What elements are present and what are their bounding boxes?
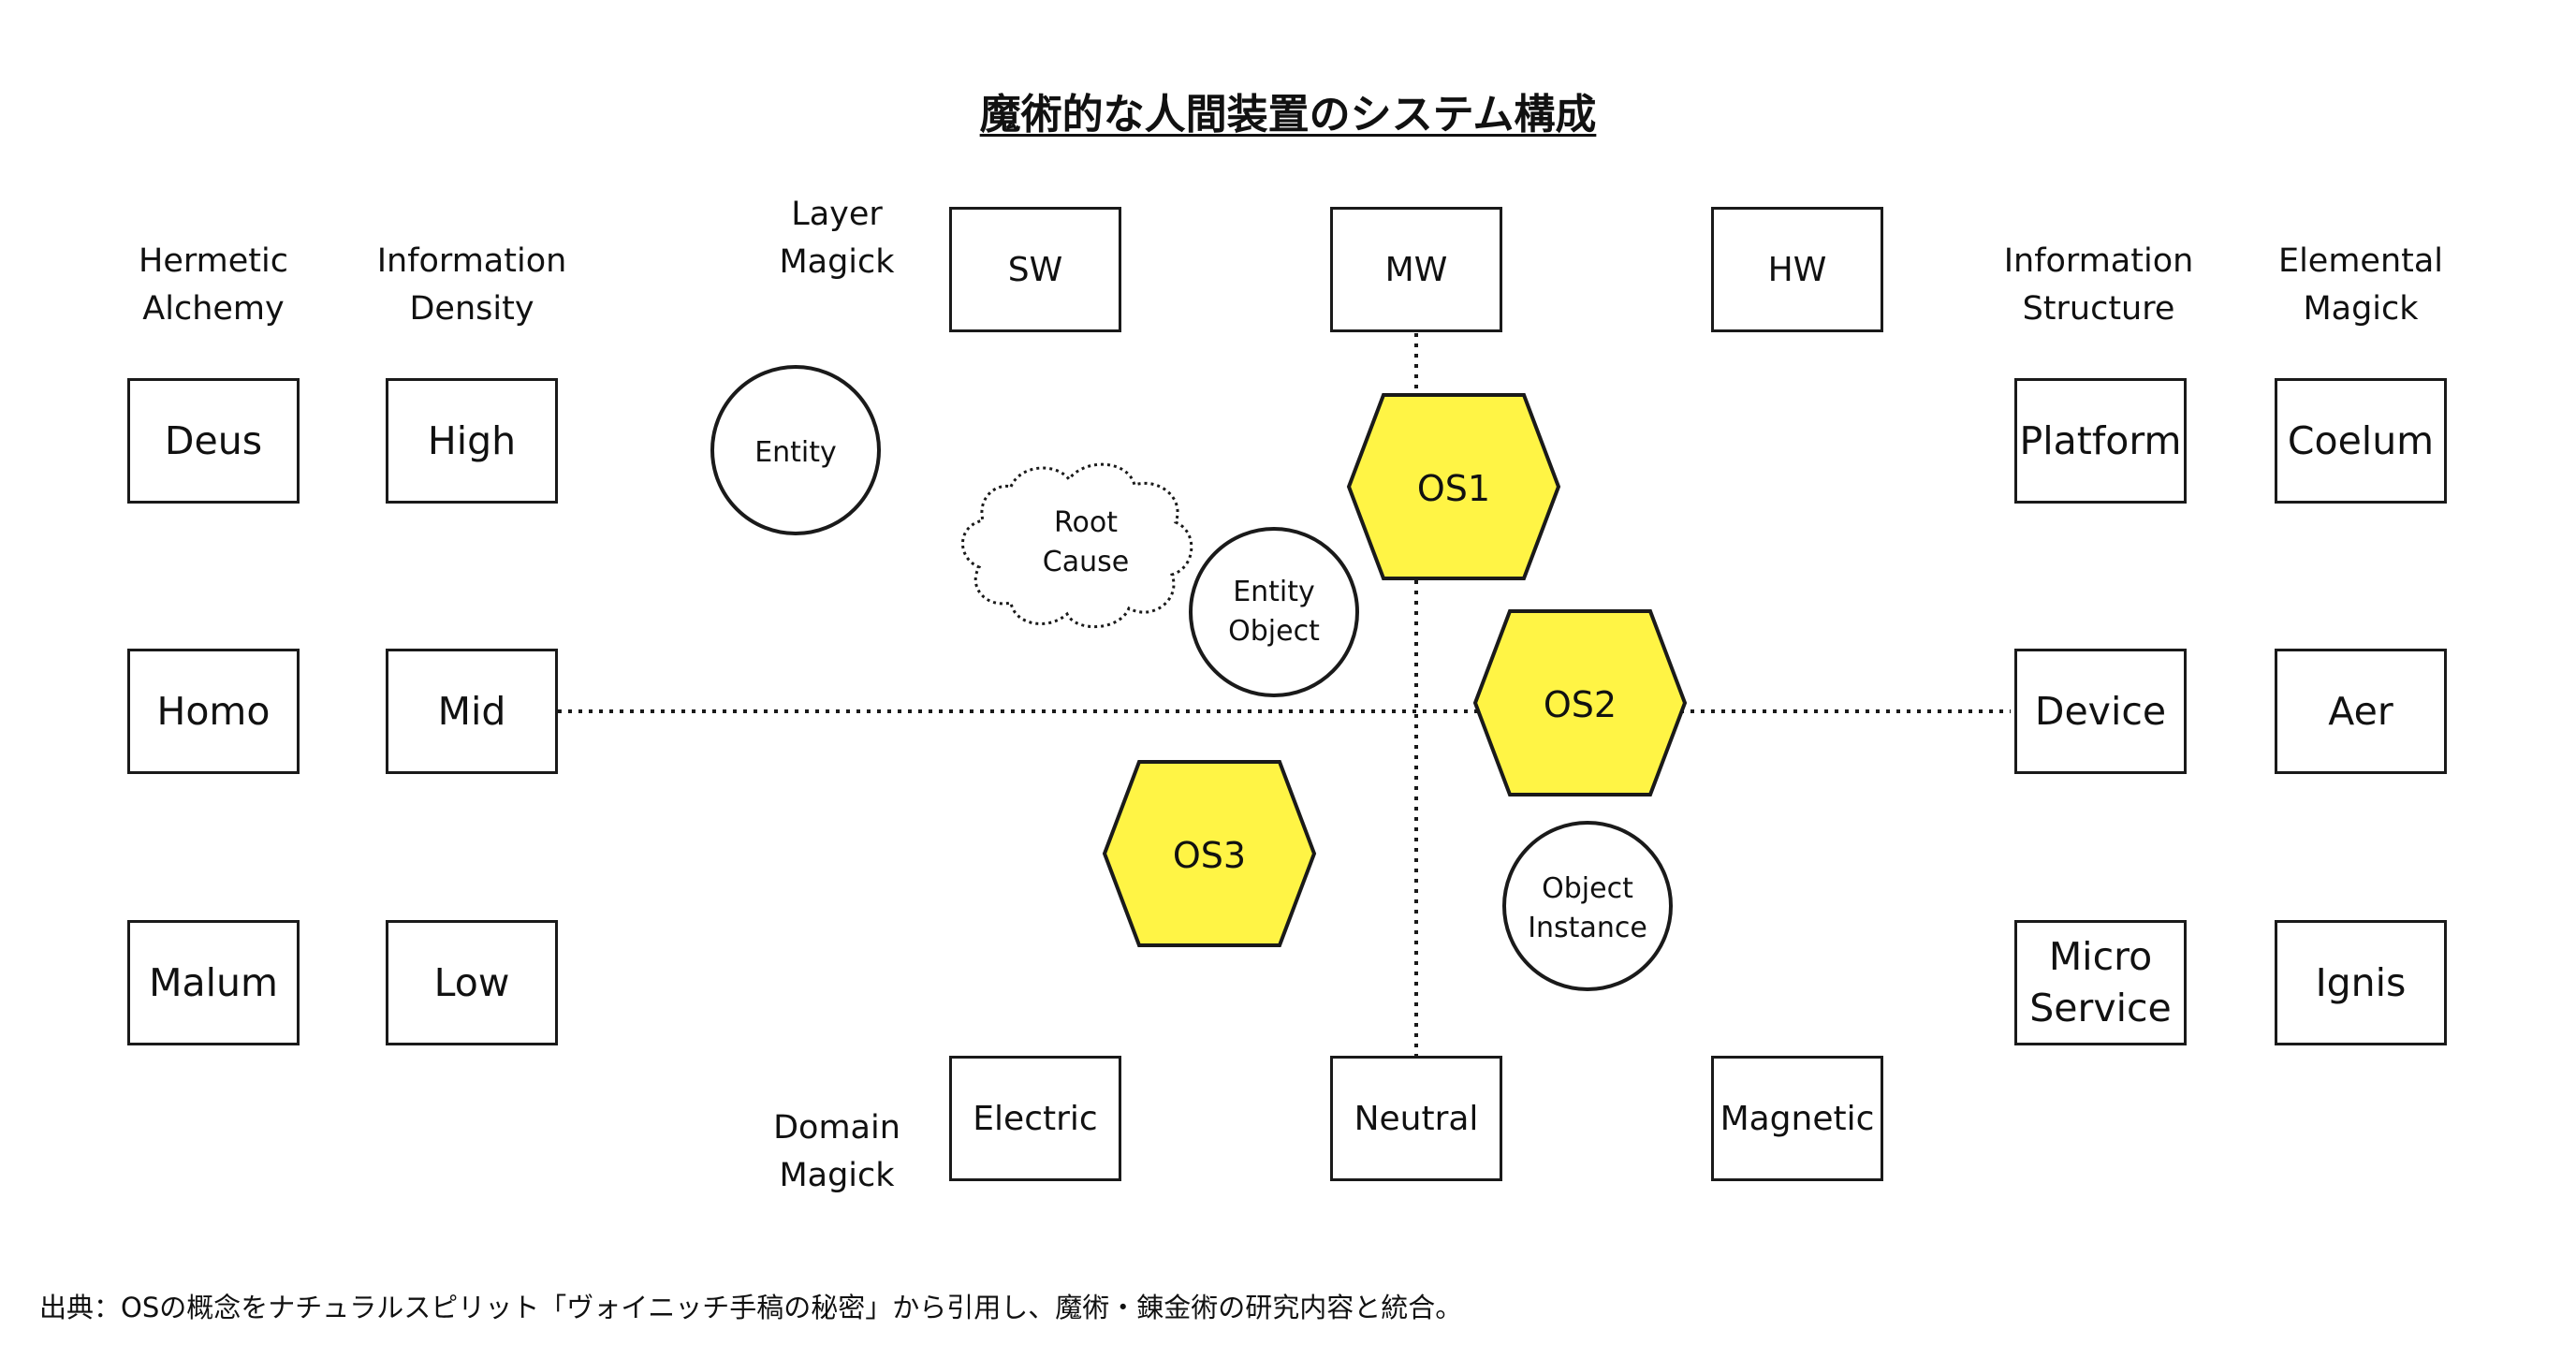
box-low: Low [386,920,558,1045]
root-cause-label-1: Root [1054,506,1118,539]
entity-object-label-1: Entity [1233,576,1315,608]
box-high: High [386,378,558,504]
header-hermetic-alchemy: Hermetic Alchemy [139,242,288,328]
header-domain-magick: Domain Magick [773,1109,900,1194]
box-mw: MW [1330,207,1502,332]
box-hw: HW [1711,207,1883,332]
entity-circle: Entity [710,365,881,535]
entity-object-circle: Entity Object [1189,527,1359,697]
os1-hexagon: OS1 [1346,393,1561,580]
entity-label: Entity [754,436,837,469]
box-magnetic: Magnetic [1711,1056,1883,1181]
root-cause-cloud: Root Cause [961,462,1193,628]
box-device: Device [2014,649,2187,774]
box-micro-service: Micro Service [2014,920,2187,1045]
header-information-density: Information Density [376,242,567,328]
object-instance-label-2: Instance [1528,912,1647,944]
box-electric: Electric [949,1056,1121,1181]
box-malum: Malum [127,920,300,1045]
os2-hexagon: OS2 [1472,609,1688,796]
os1-label: OS1 [1417,468,1490,509]
header-information-structure: Information Structure [2003,242,2194,328]
header-layer-magick: Layer Magick [779,196,895,281]
entity-object-label-2: Object [1228,615,1320,648]
box-homo: Homo [127,649,300,774]
box-mid: Mid [386,649,558,774]
box-neutral: Neutral [1330,1056,1502,1181]
box-ignis: Ignis [2275,920,2447,1045]
os3-hexagon: OS3 [1102,760,1317,947]
os2-label: OS2 [1544,684,1617,725]
box-platform: Platform [2014,378,2187,504]
diagram-title: 魔術的な人間装置のシステム構成 [979,91,1597,139]
object-instance-label-1: Object [1542,872,1633,905]
header-elemental-magick: Elemental Magick [2277,242,2444,328]
box-sw: SW [949,207,1121,332]
box-aer: Aer [2275,649,2447,774]
object-instance-circle: Object Instance [1502,821,1673,991]
box-coelum: Coelum [2275,378,2447,504]
footnote: 出典：OSの概念をナチュラルスピリット「ヴォイニッチ手稿の秘密」から引用し、魔術… [39,1292,1463,1323]
box-deus: Deus [127,378,300,504]
os3-label: OS3 [1173,835,1246,876]
root-cause-label-2: Cause [1043,546,1129,578]
